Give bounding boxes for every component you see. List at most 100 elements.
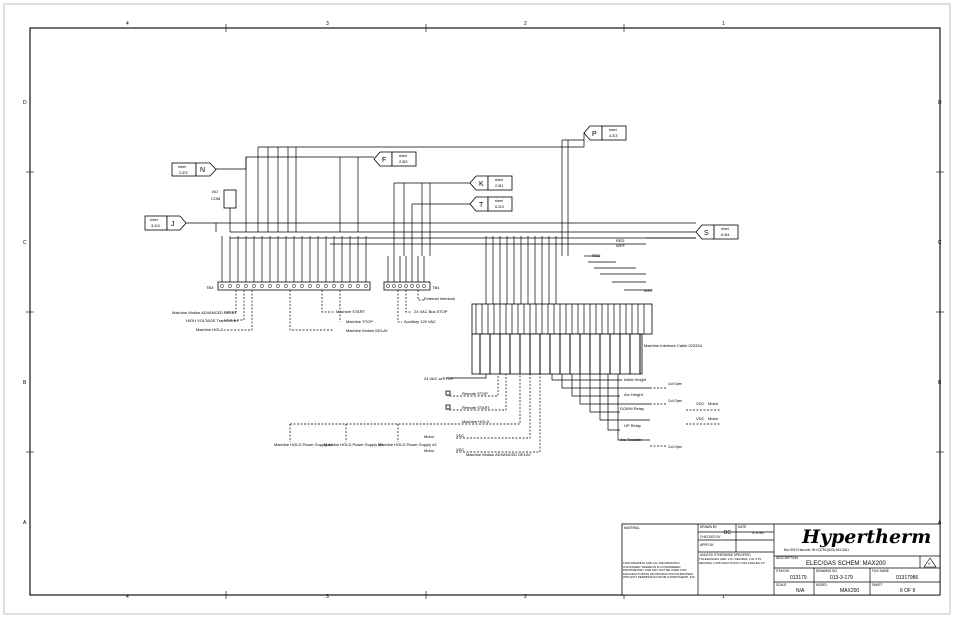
zone-ticks: [26, 24, 944, 599]
connector-p: P sheet 4-E3: [583, 125, 627, 141]
connector-f-letter: F: [382, 157, 386, 164]
label-arc-height: Arc Height: [624, 392, 644, 397]
label-vac-bus: 24 VAC Bus STOP: [414, 309, 448, 314]
connector-n-letter: N: [200, 167, 205, 174]
relay-labels: NO COM: [211, 189, 220, 201]
tb4-terminal: [398, 284, 402, 288]
tb-address: Box 5010 Hanover, NH 03755 (603) 643-344…: [784, 548, 849, 552]
connector-f-sheet: sheet: [399, 154, 407, 158]
tb-description: ELEC/GAS SCHEM: MAX200: [806, 561, 886, 567]
label-tb3: TB3: [206, 285, 214, 290]
col-label-2: 2: [524, 21, 527, 27]
tb3-terminal: [332, 284, 336, 288]
connector-j-letter: J: [171, 221, 175, 228]
label-wht2: WHT: [644, 288, 654, 293]
label-com: COM: [211, 196, 220, 201]
label-hv-transformer: HIGH VOLTAGE Transformer: [186, 318, 239, 323]
col-label-1b: 1: [722, 594, 725, 600]
tb3-terminal: [236, 284, 240, 288]
tb-sheet-label: SHEET: [872, 583, 883, 587]
connector-f-ref: 2-B3: [399, 159, 408, 164]
connector-k-letter: K: [479, 181, 484, 188]
label-coil-open3: Coil Open: [668, 445, 682, 449]
tb-unless-label: UNLESS OTHERWISE SPECIFIED: [700, 553, 751, 557]
tb3-terminals: [220, 284, 368, 288]
interface-pins: [475, 304, 645, 334]
connector-t-letter: T: [479, 202, 484, 209]
connector-j-ref: 3-D3: [151, 223, 160, 228]
label-vdc2: VDC: [456, 447, 465, 452]
connector-s-ref: 6-B4: [721, 232, 730, 237]
label-machine-motion-delay: Machine Motion ADVANCED DELAY: [172, 310, 237, 315]
zone-row-labels: D C B A D C B A: [23, 100, 942, 526]
tb3-terminal: [340, 284, 344, 288]
connector-k: K sheet 2-B1: [469, 175, 513, 191]
tb-drawing-no: 013-3-179: [830, 575, 853, 581]
tb4-wire-drops: [387, 256, 425, 282]
connector-n-sheet: sheet: [178, 165, 186, 169]
label-machine-motion-delay2: Machine Motion DELAY: [346, 328, 389, 333]
label-coil-open1: Coil Open: [668, 382, 682, 386]
row-label-d: D: [23, 100, 27, 106]
tb-date-value: 5-9-96: [752, 530, 764, 535]
tb4-terminal: [392, 284, 396, 288]
label-vdc4: VDC: [696, 416, 705, 421]
label-motor1: Motor: [424, 434, 435, 439]
tb-rev-triangle: [923, 557, 937, 568]
row-label-b: B: [23, 380, 27, 386]
connector-n-ref: 2-E3: [179, 170, 188, 175]
label-aux-vac: Auxiliary 120 VAC: [404, 319, 436, 324]
zone-column-labels: 4 3 2 1 4 3 2 1: [126, 21, 725, 600]
connector-n: sheet 2-E3 N: [171, 162, 217, 177]
tb3-terminal: [260, 284, 264, 288]
label-no: NO: [212, 189, 218, 194]
connector-s-sheet: sheet: [721, 227, 729, 231]
label-vdc1: VDC: [456, 433, 465, 438]
label-down-relay: DOWN Relay: [620, 406, 644, 411]
tb4-terminal: [416, 284, 420, 288]
tb3-terminal: [292, 284, 296, 288]
tb4-terminal: [422, 284, 426, 288]
tb3-terminal: [276, 284, 280, 288]
tb-checked-label: CHECKED BY: [700, 535, 722, 539]
connector-k-ref: 2-B1: [495, 183, 504, 188]
tb-file-label: FILE NAME: [872, 569, 889, 573]
col-label-1: 1: [722, 21, 725, 27]
tb-sheet: 6 OF 9: [900, 588, 916, 594]
tb4-terminal: [410, 284, 414, 288]
drawing-border: [29, 27, 941, 596]
label-motor4: Motor: [708, 416, 719, 421]
col-label-3: 3: [326, 21, 329, 27]
tb-proprietary: THIS DRAWING AND ALL INFORMATION CONTAIN…: [623, 562, 696, 580]
interface-connector: Machine Interface Cable 023334: [471, 236, 703, 375]
connector-p-letter: P: [592, 131, 597, 138]
label-motor2: Motor: [424, 448, 435, 453]
tb4-terminal: [404, 284, 408, 288]
label-remote-stop: Remote STOP: [462, 391, 488, 396]
connector-s: S sheet 6-B4: [695, 224, 739, 240]
label-hold-ps2: Machine HOLD Power Supply #2: [378, 442, 437, 447]
label-interlock: External Interlock: [424, 296, 455, 301]
tb3-terminal: [228, 284, 232, 288]
tb3-terminal: [364, 284, 368, 288]
connector-p-sheet: sheet: [609, 128, 617, 132]
row-label-b-r: B: [938, 380, 942, 386]
label-machine-hold2: Machine HOLD: [462, 419, 489, 424]
tb-approved-label: APPR BY: [700, 543, 715, 547]
tb-tolerances: TOLERANCES ARE: 2 PL DECIMAL ±.01 3 PL D…: [699, 558, 766, 565]
connector-t: T sheet 6-D3: [469, 196, 513, 212]
tb-scale: N/A: [796, 588, 805, 594]
connector-j: sheet 3-D3 J: [144, 215, 187, 231]
label-wht: WHT: [616, 243, 626, 248]
tb3-terminal: [252, 284, 256, 288]
label-hold-ps4: Machine HOLD Power Supply #4: [274, 442, 333, 447]
label-red: RED: [616, 238, 625, 243]
connector-t-ref: 6-D3: [495, 204, 504, 209]
connector-k-sheet: sheet: [495, 178, 503, 182]
row-label-a: A: [23, 520, 27, 526]
col-label-4b: 4: [126, 594, 129, 600]
terminal-block-tb4: TB4: [383, 281, 440, 291]
tb3-terminal: [324, 284, 328, 288]
tb-rev: V: [928, 561, 931, 566]
